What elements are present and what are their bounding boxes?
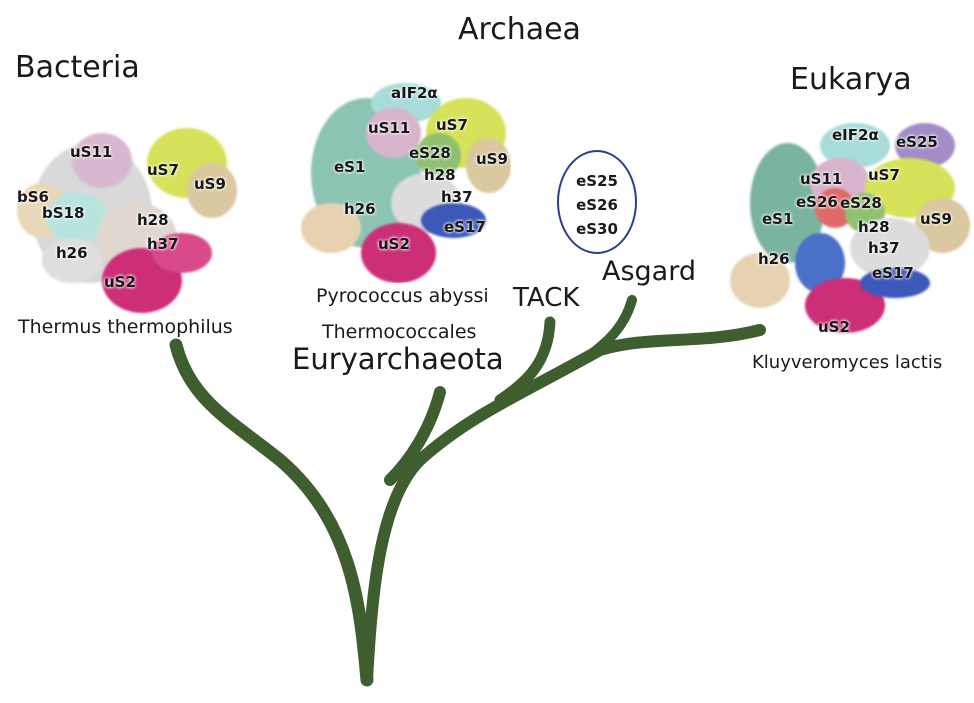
eukarya-title: Eukarya [790, 62, 912, 97]
label-us7: uS7 [147, 161, 179, 179]
label-h26: h26 [758, 250, 790, 268]
label-us9: uS9 [476, 150, 508, 168]
clade-euryarchaeota: Euryarchaeota [292, 342, 504, 376]
label-es1: eS1 [762, 210, 794, 228]
tree-euryarchaeota-branch [384, 386, 446, 486]
label-h28: h28 [858, 218, 890, 236]
label-us11: uS11 [70, 143, 113, 161]
eukarya-ribosome-panel: eIF2α eS25 uS11 uS7 eS26 eS28 eS1 uS9 h2… [720, 118, 974, 340]
label-es28: eS28 [409, 144, 451, 162]
label-eif2a: eIF2α [832, 126, 879, 144]
tree-tack-branch [494, 316, 556, 406]
label-h37: h37 [441, 188, 473, 206]
asgard-protein-2: eS26 [576, 196, 618, 214]
label-us7: uS7 [868, 166, 900, 184]
label-es17: eS17 [444, 218, 486, 236]
asgard-protein-3: eS30 [576, 220, 618, 238]
bacteria-species: Thermus thermophilus [18, 316, 233, 338]
label-us2: uS2 [378, 235, 410, 253]
tree-main-branch [361, 324, 766, 686]
label-h28: h28 [424, 166, 456, 184]
label-us11: uS11 [800, 170, 843, 188]
label-us9: uS9 [194, 175, 226, 193]
clade-tack: TACK [513, 283, 580, 313]
archaea-order: Thermococcales [322, 321, 477, 343]
label-us11: uS11 [368, 119, 411, 137]
label-es17: eS17 [872, 264, 914, 282]
label-us7: uS7 [436, 116, 468, 134]
label-h26: h26 [344, 200, 376, 218]
label-bs18: bS18 [42, 204, 85, 222]
label-es26: eS26 [796, 193, 838, 211]
label-h37: h37 [147, 235, 179, 253]
label-h26: h26 [56, 244, 88, 262]
tree-trunk [169, 338, 374, 687]
label-es28: eS28 [840, 194, 882, 212]
archaea-species: Pyrococcus abyssi [316, 285, 489, 307]
label-h37: h37 [868, 239, 900, 257]
label-us9: uS9 [920, 210, 952, 228]
asgard-protein-1: eS25 [576, 172, 618, 190]
label-us2: uS2 [818, 318, 850, 336]
label-es25: eS25 [896, 133, 938, 151]
bacteria-title: Bacteria [15, 50, 140, 85]
label-bs6: bS6 [17, 188, 49, 206]
label-h28: h28 [137, 211, 169, 229]
archaea-title: Archaea [458, 12, 581, 47]
archaea-ribosome-panel: aIF2α uS11 uS7 eS1 eS28 uS9 h28 h37 h26 … [296, 78, 511, 283]
label-us2: uS2 [104, 273, 136, 291]
tree-asgard-branch [585, 295, 637, 360]
bacteria-ribosome-panel: uS11 uS7 uS9 bS6 bS18 h28 h26 h37 uS2 [12, 108, 244, 318]
clade-asgard: Asgard [602, 256, 696, 287]
asgard-protein-oval: eS25 eS26 eS30 [557, 150, 637, 254]
label-aif2a: aIF2α [391, 84, 438, 102]
eukarya-species: Kluyveromyces lactis [752, 352, 943, 373]
label-es1: eS1 [334, 158, 366, 176]
